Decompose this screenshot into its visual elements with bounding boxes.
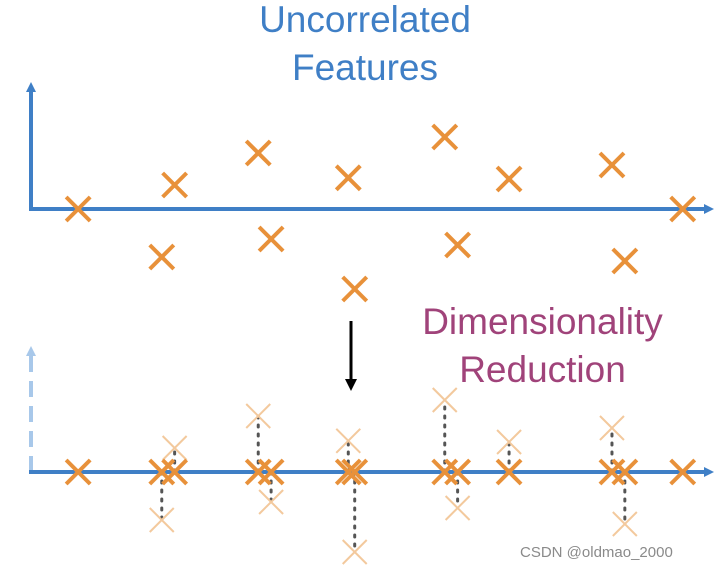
projected-x-marker	[161, 458, 189, 486]
x-marker	[257, 225, 285, 253]
x-marker	[495, 165, 523, 193]
x-marker	[431, 123, 459, 151]
faded-x-marker	[612, 511, 638, 537]
projected-x-marker	[611, 458, 639, 486]
watermark: CSDN @oldmao_2000	[520, 544, 673, 561]
faded-x-marker	[496, 429, 522, 455]
faded-x-marker	[432, 387, 458, 413]
faded-x-marker	[335, 428, 361, 454]
faded-x-marker	[258, 489, 284, 515]
title-line-2: Features	[291, 47, 438, 88]
title-line-1: Dimensionality	[422, 301, 663, 342]
projected-points	[64, 458, 697, 486]
top-scatter-points	[64, 123, 697, 303]
projected-x-marker	[598, 458, 626, 486]
title-line-1: Uncorrelated	[259, 0, 471, 40]
x-marker	[64, 195, 92, 223]
faded-x-marker	[342, 539, 368, 565]
x-marker	[244, 139, 272, 167]
x-marker	[669, 195, 697, 223]
faded-x-marker	[444, 495, 471, 521]
projected-x-marker	[334, 458, 362, 486]
uncorrelated-features-title: Uncorrelated Features	[200, 0, 530, 92]
projected-x-marker	[148, 458, 176, 486]
x-marker	[148, 243, 176, 271]
projected-x-marker	[341, 458, 369, 486]
x-marker	[341, 275, 369, 303]
x-marker	[611, 247, 639, 275]
faded-x-marker	[161, 435, 188, 461]
projected-x-marker	[431, 458, 459, 486]
projection-lines	[160, 398, 627, 554]
projected-x-marker	[444, 458, 472, 486]
x-marker	[598, 151, 626, 179]
x-marker	[334, 164, 362, 192]
x-marker	[444, 231, 472, 259]
projected-x-marker	[669, 458, 697, 486]
faded-x-marker	[149, 507, 175, 533]
projected-x-marker	[257, 458, 285, 486]
title-line-2: Reduction	[459, 349, 626, 390]
projected-x-marker	[64, 458, 92, 486]
faded-x-marker	[599, 415, 625, 441]
x-marker	[161, 171, 189, 199]
projected-x-marker	[244, 458, 272, 486]
faded-x-marker	[245, 403, 271, 429]
dimensionality-reduction-title: Dimensionality Reduction	[405, 298, 680, 394]
projected-x-marker	[495, 458, 523, 486]
